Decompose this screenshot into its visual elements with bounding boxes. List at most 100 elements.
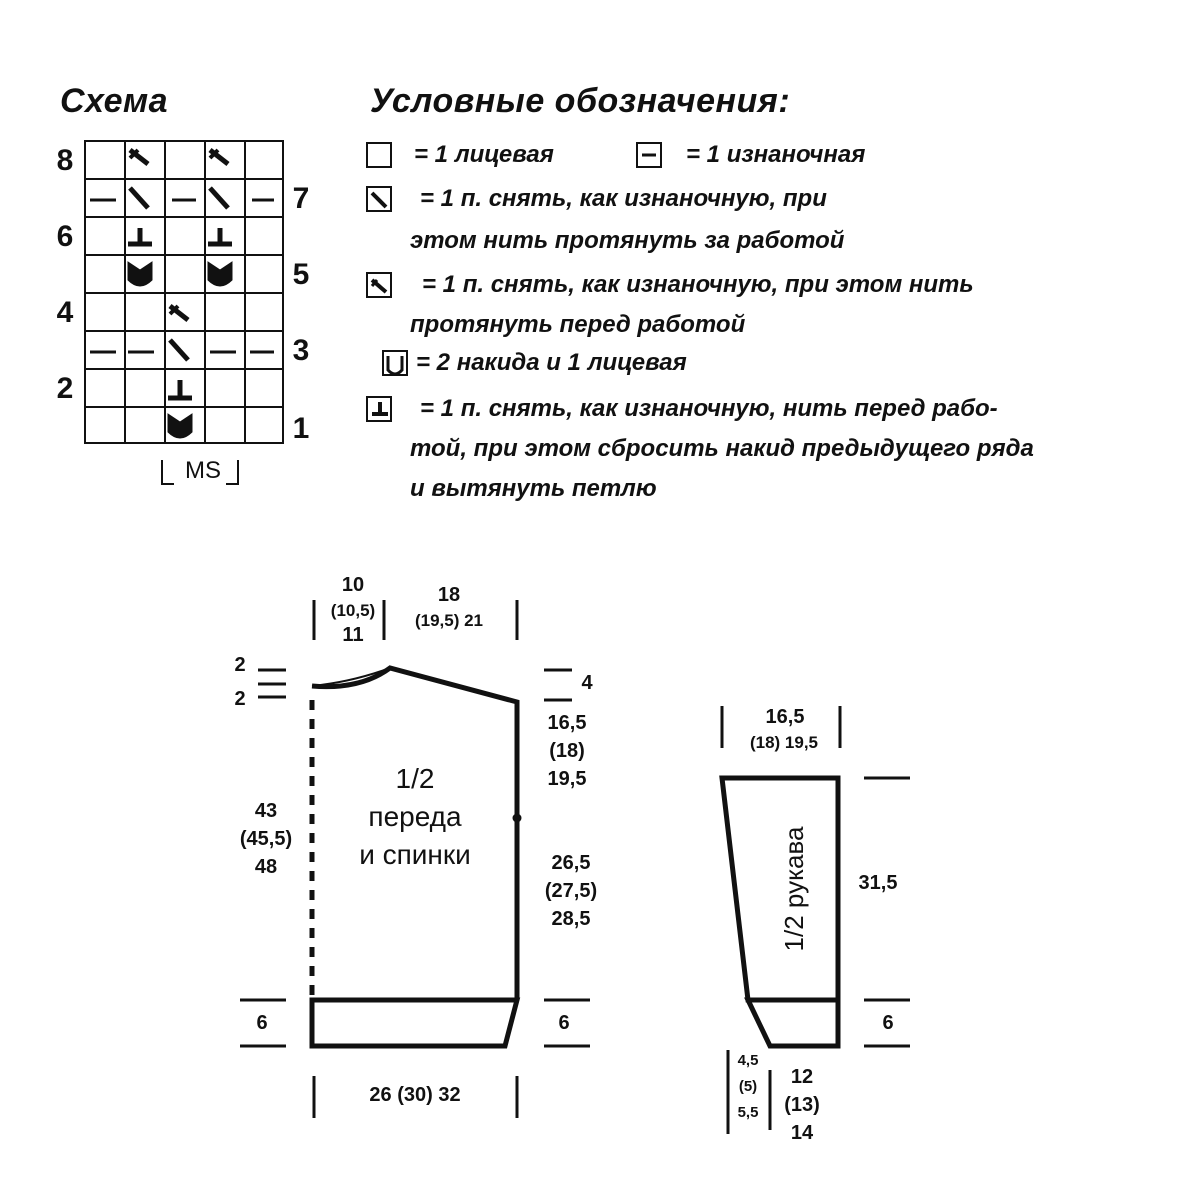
yo-glyph bbox=[386, 356, 404, 376]
legend-title: Условные обозначения: bbox=[370, 82, 791, 120]
armhole-height-3: 19,5 bbox=[547, 768, 587, 790]
cuff-width-2: (13) bbox=[784, 1094, 820, 1116]
chart-cell bbox=[244, 406, 284, 444]
chart-cell bbox=[164, 178, 204, 216]
neck-width-1: 10 bbox=[341, 574, 365, 596]
body-label-3: и спинки bbox=[359, 839, 471, 870]
legend-purl: = 1 изнаночная bbox=[686, 141, 866, 168]
body-label-2: переда bbox=[368, 801, 462, 832]
legend-drop-yo-2: той, при этом сбросить накид предыдущего… bbox=[410, 435, 1034, 462]
row-number-7: 7 bbox=[292, 182, 310, 215]
total-length-3: 48 bbox=[254, 856, 278, 878]
chart-cell bbox=[84, 178, 124, 216]
repeat-bracket bbox=[161, 460, 239, 485]
shoulder-width-1: 18 bbox=[437, 584, 461, 606]
sleeve-outline bbox=[719, 775, 841, 1049]
chart-cell bbox=[204, 216, 244, 254]
chart-cell bbox=[84, 368, 124, 406]
chart-cell bbox=[164, 254, 204, 292]
neck-depth-bottom: 2 bbox=[234, 688, 246, 710]
total-length-2: (45,5) bbox=[239, 828, 293, 850]
shoulder-width-2: (19,5) 21 bbox=[414, 611, 484, 630]
chart-cell bbox=[244, 254, 284, 292]
chart-cell bbox=[164, 140, 204, 178]
chart-cell bbox=[244, 178, 284, 216]
row-number-5: 5 bbox=[292, 258, 310, 291]
chart-cell bbox=[204, 292, 244, 330]
sleeve-length: 31,5 bbox=[858, 872, 898, 894]
chart-cell bbox=[84, 330, 124, 368]
row-number-2: 2 bbox=[56, 372, 74, 405]
legend-double-yo: = 2 накида и 1 лицевая bbox=[416, 349, 687, 376]
chart-symbols bbox=[90, 148, 274, 439]
chart-cell bbox=[84, 254, 124, 292]
cuff-width-3: 14 bbox=[790, 1122, 814, 1144]
chart-cell bbox=[244, 140, 284, 178]
chart-cell bbox=[244, 330, 284, 368]
total-length-1: 43 bbox=[254, 800, 278, 822]
armhole-height-1: 16,5 bbox=[547, 712, 587, 734]
rib-left: 6 bbox=[256, 1012, 268, 1034]
double-yarn-over-icon bbox=[382, 350, 408, 376]
side-length-1: 26,5 bbox=[551, 852, 591, 874]
cuff-offset-3: 5,5 bbox=[737, 1104, 759, 1121]
row-number-3: 3 bbox=[292, 334, 310, 367]
chart-cell bbox=[244, 368, 284, 406]
drop-glyph bbox=[372, 402, 388, 416]
chart-cell bbox=[244, 292, 284, 330]
neck-width-3: 11 bbox=[342, 624, 364, 646]
row-number-6: 6 bbox=[56, 220, 74, 253]
chart-cell bbox=[84, 292, 124, 330]
chart-cell bbox=[124, 406, 164, 444]
chart-cell bbox=[204, 330, 244, 368]
legend-slip-front-2: протянуть перед работой bbox=[410, 311, 746, 338]
chart-cell bbox=[124, 368, 164, 406]
side-length-2: (27,5) bbox=[544, 880, 598, 902]
chart-cell bbox=[124, 216, 164, 254]
body-outline bbox=[309, 665, 522, 1049]
repeat-label: MS bbox=[185, 457, 221, 484]
legend-slip-back-1: = 1 п. снять, как изнаночную, при bbox=[420, 185, 827, 212]
chart-cell bbox=[84, 140, 124, 178]
sleeve-top-width-1: 16,5 bbox=[765, 706, 805, 728]
chart-cell bbox=[124, 330, 164, 368]
chart-cell bbox=[244, 216, 284, 254]
chart-cell bbox=[84, 216, 124, 254]
chart-cell bbox=[204, 368, 244, 406]
neck-width-2: (10,5) bbox=[330, 601, 376, 620]
cuff-offset-1: 4,5 bbox=[737, 1052, 759, 1069]
row-number-8: 8 bbox=[56, 144, 74, 177]
row-number-4: 4 bbox=[56, 296, 74, 329]
chart-cell bbox=[124, 178, 164, 216]
legend-knit: = 1 лицевая bbox=[414, 141, 554, 168]
neck-depth-top: 2 bbox=[234, 654, 246, 676]
row-number-1: 1 bbox=[292, 412, 310, 445]
chart-cell bbox=[164, 216, 204, 254]
body-label-1: 1/2 bbox=[395, 763, 435, 794]
sleeve-label: 1/2 рукава bbox=[779, 826, 809, 952]
legend-slip-back-2: этом нить протянуть за работой bbox=[410, 227, 845, 254]
legend-drop-yo-3: и вытянуть петлю bbox=[410, 475, 657, 502]
sleeve-top-width-2: (18) 19,5 bbox=[749, 733, 819, 752]
cuff-width-1: 12 bbox=[790, 1066, 814, 1088]
slip-back-glyph bbox=[370, 191, 388, 209]
dimension-lines bbox=[240, 600, 910, 1134]
armhole-height-2: (18) bbox=[549, 740, 585, 762]
chart-title: Схема bbox=[60, 82, 169, 120]
legend-slip-front-1: = 1 п. снять, как изнаночную, при этом н… bbox=[422, 271, 974, 298]
chart-cell bbox=[124, 292, 164, 330]
chart-cell bbox=[204, 406, 244, 444]
chart-cell bbox=[84, 406, 124, 444]
rib-right: 6 bbox=[558, 1012, 570, 1034]
bottom-width: 26 (30) 32 bbox=[369, 1084, 461, 1106]
side-length-3: 28,5 bbox=[551, 908, 591, 930]
sleeve-rib: 6 bbox=[882, 1012, 894, 1034]
slip-stitch-front-icon bbox=[366, 272, 392, 298]
empty-square-icon bbox=[366, 142, 392, 168]
chart-cell bbox=[204, 178, 244, 216]
cuff-offset-2: (5) bbox=[738, 1078, 758, 1095]
shoulder-drop: 4 bbox=[581, 672, 593, 694]
legend-drop-yo-1: = 1 п. снять, как изнаночную, нить перед… bbox=[420, 395, 998, 422]
